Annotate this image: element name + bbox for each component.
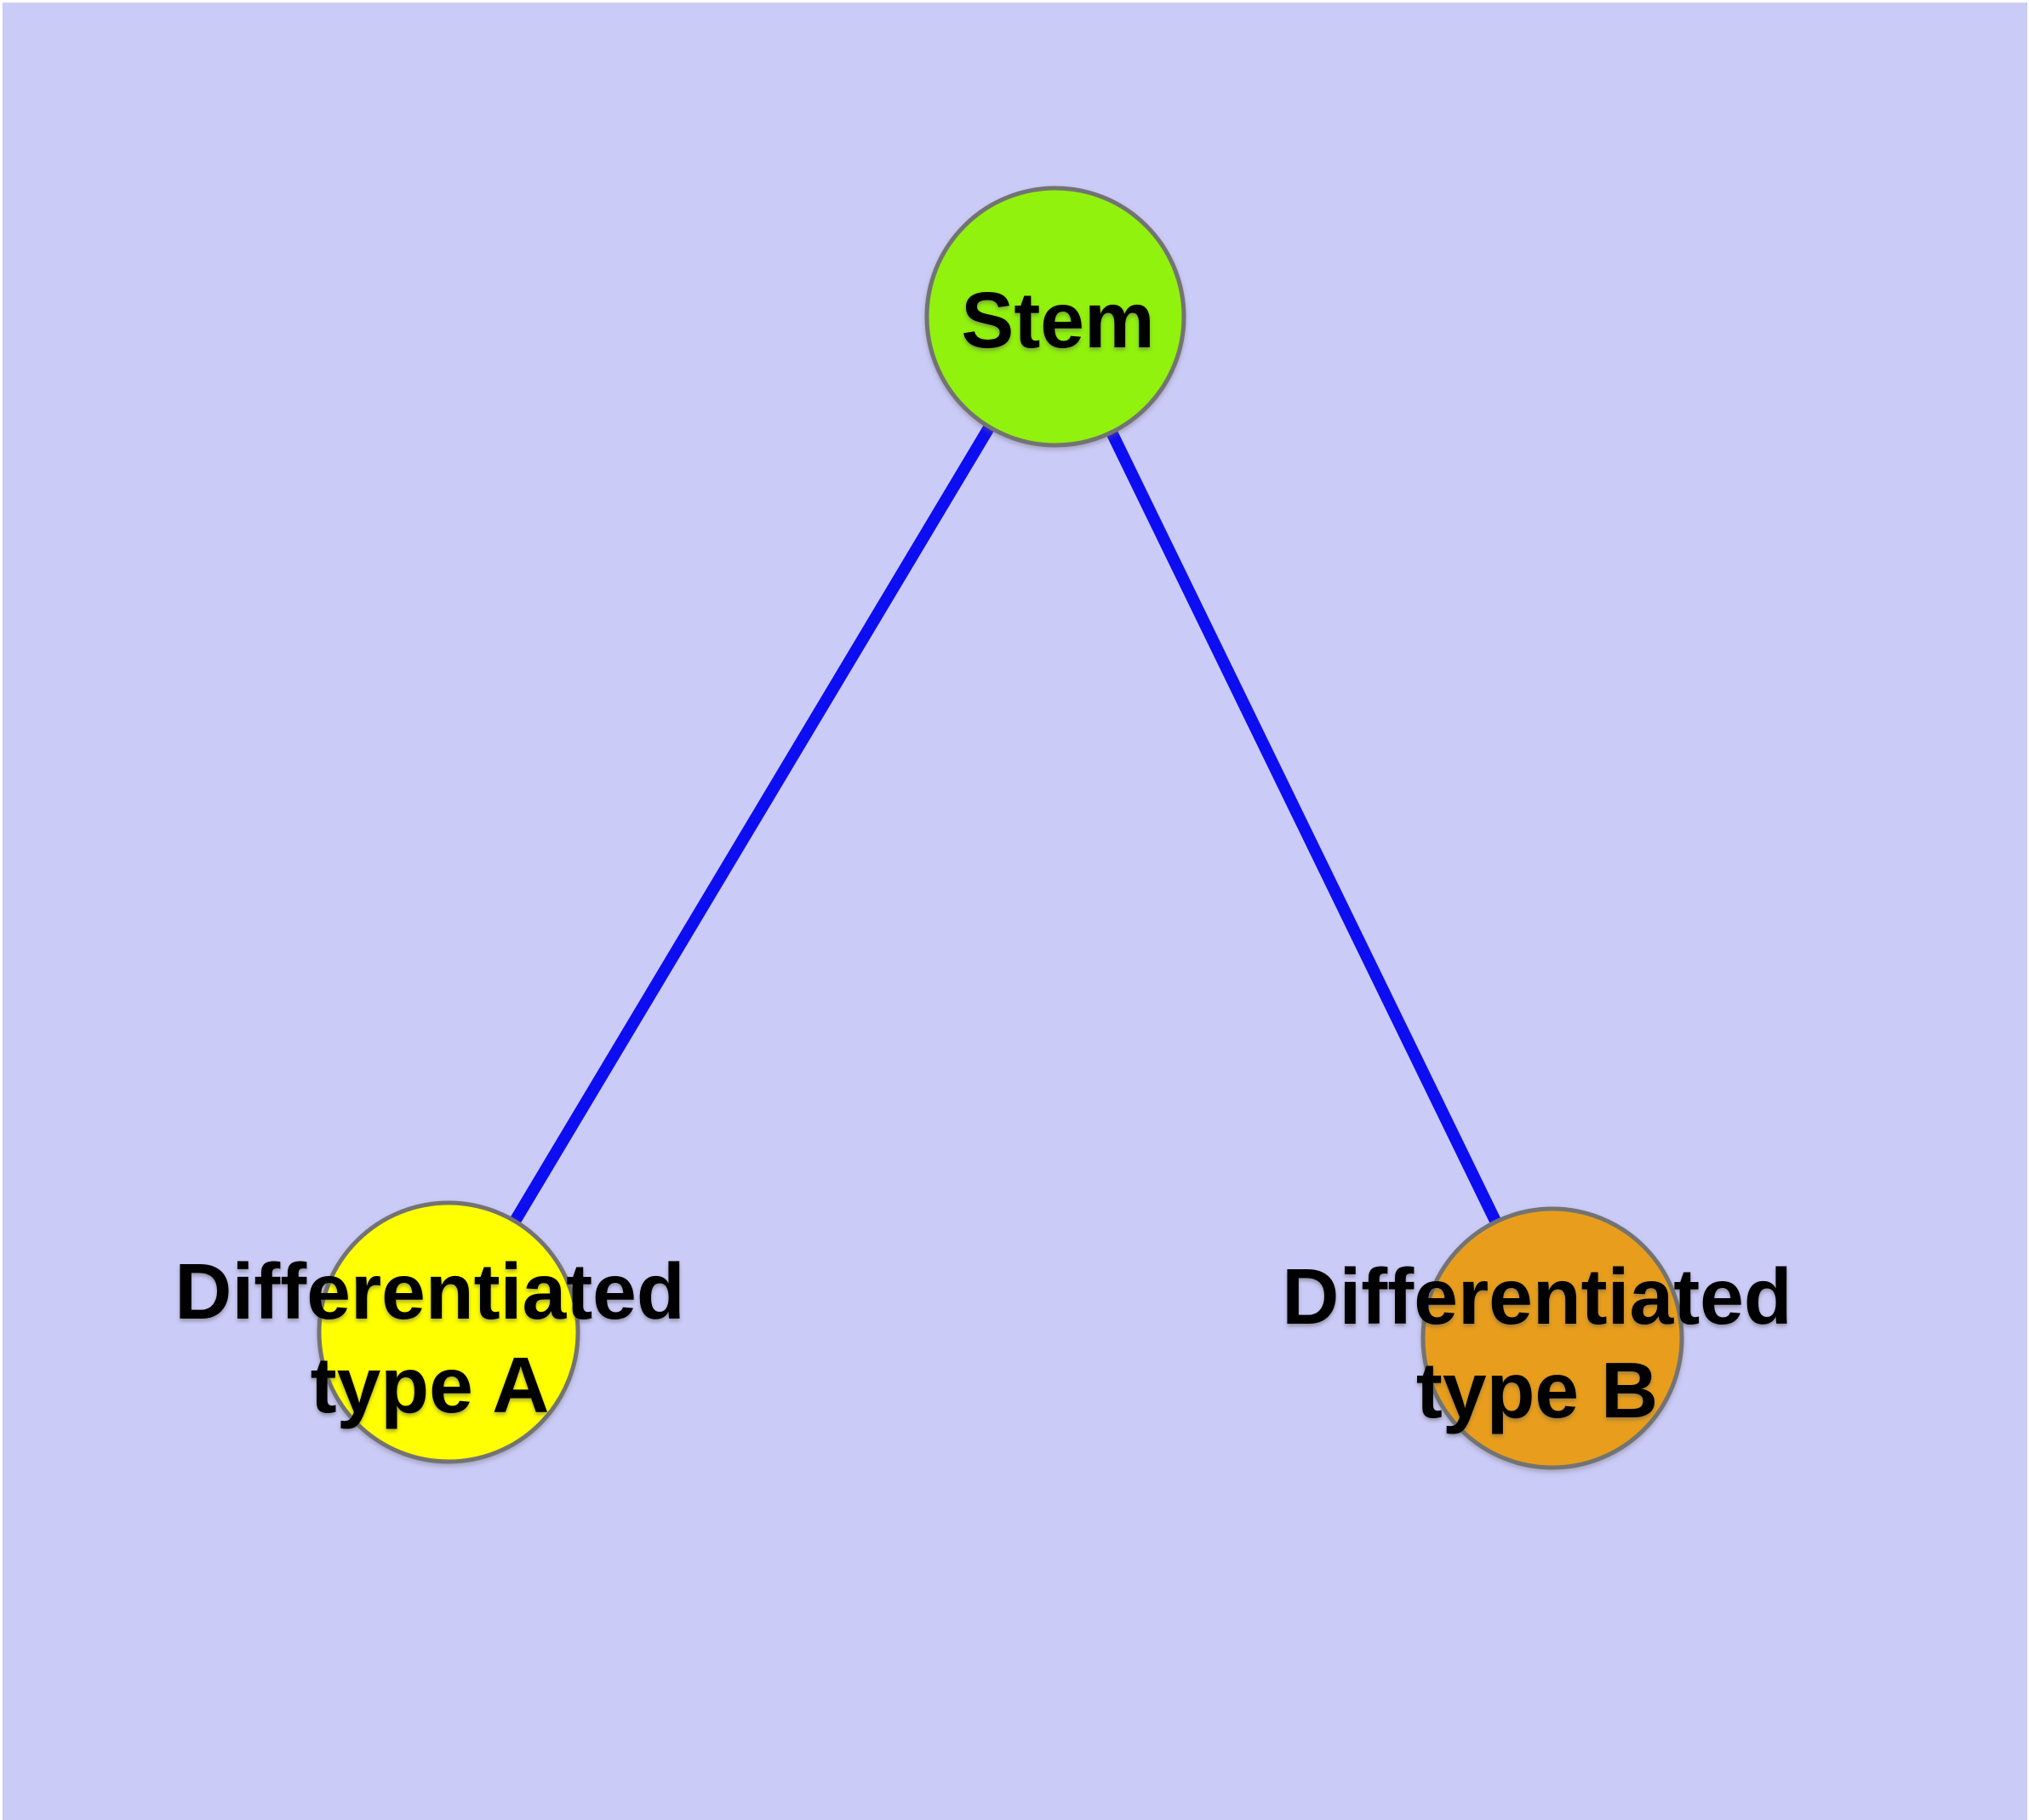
node-type-a-circle	[317, 1200, 580, 1464]
edge-stem-to-type-a	[443, 313, 1061, 1336]
node-group	[317, 186, 1684, 1470]
edge-group	[443, 313, 1558, 1342]
node-type-b-circle	[1420, 1206, 1684, 1470]
edge-stem-to-type-b	[1049, 313, 1558, 1342]
node-stem-circle	[924, 186, 1186, 448]
